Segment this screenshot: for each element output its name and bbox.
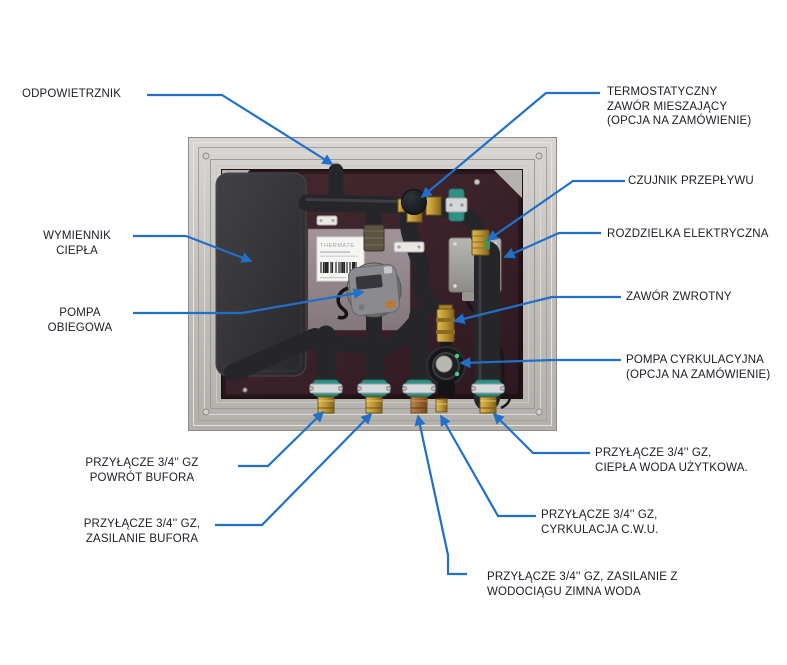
cable-gland: [462, 292, 475, 301]
sticker-barcode: [320, 262, 357, 273]
panel-screw: [473, 178, 481, 186]
label-zimna-woda: PRZYŁĄCZE 3/4'' GZ, ZASILANIE Z WODOCIĄG…: [487, 570, 678, 599]
leader-pompa-obiegowa: [133, 288, 365, 315]
leader-cyrkulacja: [440, 414, 536, 518]
leader-zawor-zwrotny: [453, 295, 621, 325]
mixing-valve-cap: [401, 189, 427, 215]
pump-union: [363, 224, 385, 252]
label-wymiennik-ciepla: WYMIENNIK CIEPŁA: [27, 229, 127, 258]
connection-zasilanie-bufora: [357, 379, 391, 414]
label-line: ODPOWIETRZNIK: [22, 88, 122, 100]
pump-cable: [336, 286, 349, 320]
connection-powrot-bufora: [309, 379, 343, 414]
corner-gusset: [494, 170, 522, 198]
label-line: CYRKULACJA C.W.U.: [541, 523, 659, 536]
label-ciepla-woda: PRZYŁĄCZE 3/4'' GZ, CIEPŁA WODA UŻYTKOWA…: [595, 446, 748, 475]
pump-logo: [385, 300, 396, 308]
label-line: PRZYŁĄCZE 3/4'' GZ,: [541, 509, 658, 521]
connection-cyrkulacja: [435, 398, 448, 413]
leader-czujnik: [486, 179, 625, 241]
pipe-holder-tabs: [316, 215, 425, 253]
label-termostatyczny: TERMOSTATYCZNY ZAWÓR MIESZAJĄCY (OPCJA N…: [607, 85, 751, 129]
heat-exchanger-foam-block: [215, 172, 307, 377]
label-line: POMPA: [59, 307, 101, 319]
label-pompa-cyrkulacyjna: POMPA CYRKULACYJNA (OPCJA NA ZAMÓWIENIE): [626, 353, 770, 382]
panel-screw: [242, 387, 248, 393]
label-line: ZAWÓR MIESZAJĄCY: [607, 100, 728, 113]
leader-powrot-bufora: [238, 410, 325, 468]
label-line: PRZYŁĄCZE 3/4'' GZ,: [595, 447, 712, 459]
leader-zasilanie-bufora: [215, 412, 373, 527]
label-zawor-zwrotny: ZAWÓR ZWROTNY: [626, 290, 732, 305]
circulation-pump-main: [336, 262, 402, 320]
thermostatic-mixing-valve: [397, 189, 442, 223]
label-line: POMPA CYRKULACYJNA: [626, 354, 764, 366]
label-line: ROZDZIELKA ELEKTRYCZNA: [607, 228, 769, 240]
leader-termostatyczny: [420, 91, 600, 199]
circulation-pump-optional: [426, 342, 466, 395]
label-line: CZUJNIK PRZEPŁYWU: [628, 175, 754, 187]
label-line: ZASILANIE BUFORA: [85, 532, 199, 545]
leader-pompa-cyrkulacyjna: [459, 357, 621, 369]
label-zasilanie-bufora: PRZYŁĄCZE 3/4'' GZ, ZASILANIE BUFORA: [72, 517, 212, 546]
label-line: WYMIENNIK: [43, 230, 111, 242]
label-line: PRZYŁĄCZE 3/4'' GZ: [85, 457, 199, 469]
leader-ciepla-woda: [492, 412, 590, 455]
label-line: PRZYŁĄCZE 3/4'' GZ,: [83, 518, 201, 530]
label-line: TERMOSTATYCZNY: [607, 86, 718, 98]
pump-sticker-brand: THERMATE: [320, 243, 355, 249]
pipe-clamp-top: [445, 188, 468, 222]
label-pompa-obiegowa: POMPA OBIEGOWA: [30, 306, 130, 335]
leader-lines: [133, 91, 625, 576]
leader-wymiennik: [133, 234, 253, 263]
leader-odpowietrznik: [147, 93, 334, 165]
label-cyrkulacja-cwu: PRZYŁĄCZE 3/4'' GZ, CYRKULACJA C.W.U.: [541, 508, 659, 537]
label-line: OBIEGOWA: [47, 321, 113, 334]
pump-knob: [435, 355, 453, 373]
label-line: (OPCJA NA ZAMÓWIENIE): [626, 368, 771, 381]
label-powrot-bufora: PRZYŁĄCZE 3/4'' GZ POWRÓT BUFORA: [72, 456, 212, 485]
label-line: ZAWÓR ZWROTNY: [626, 291, 732, 303]
label-odpowietrznik: ODPOWIETRZNIK: [22, 87, 121, 102]
check-valve: [436, 304, 455, 343]
connection-ciepla-woda: [471, 379, 505, 414]
pump-display: [355, 274, 383, 290]
connection-zimna-woda: [402, 379, 436, 414]
label-line: PRZYŁĄCZE 3/4'' GZ, ZASILANIE Z: [487, 571, 678, 583]
label-line: CIEPŁA WODA UŻYTKOWA.: [595, 461, 748, 474]
label-rozdzielka: ROZDZIELKA ELEKTRYCZNA: [607, 227, 769, 242]
leader-rozdzielka: [503, 231, 601, 259]
leader-zimna-woda: [414, 414, 467, 576]
label-czujnik-przeplywu: CZUJNIK PRZEPŁYWU: [628, 174, 754, 189]
label-line: (OPCJA NA ZAMÓWIENIE): [607, 115, 752, 127]
flow-sensor: [471, 229, 490, 256]
bottom-connections: [309, 379, 505, 414]
label-line: WODOCIĄGU ZIMNA WODA: [487, 585, 641, 598]
label-line: CIEPŁA: [56, 244, 98, 257]
label-line: POWRÓT BUFORA: [89, 471, 195, 484]
